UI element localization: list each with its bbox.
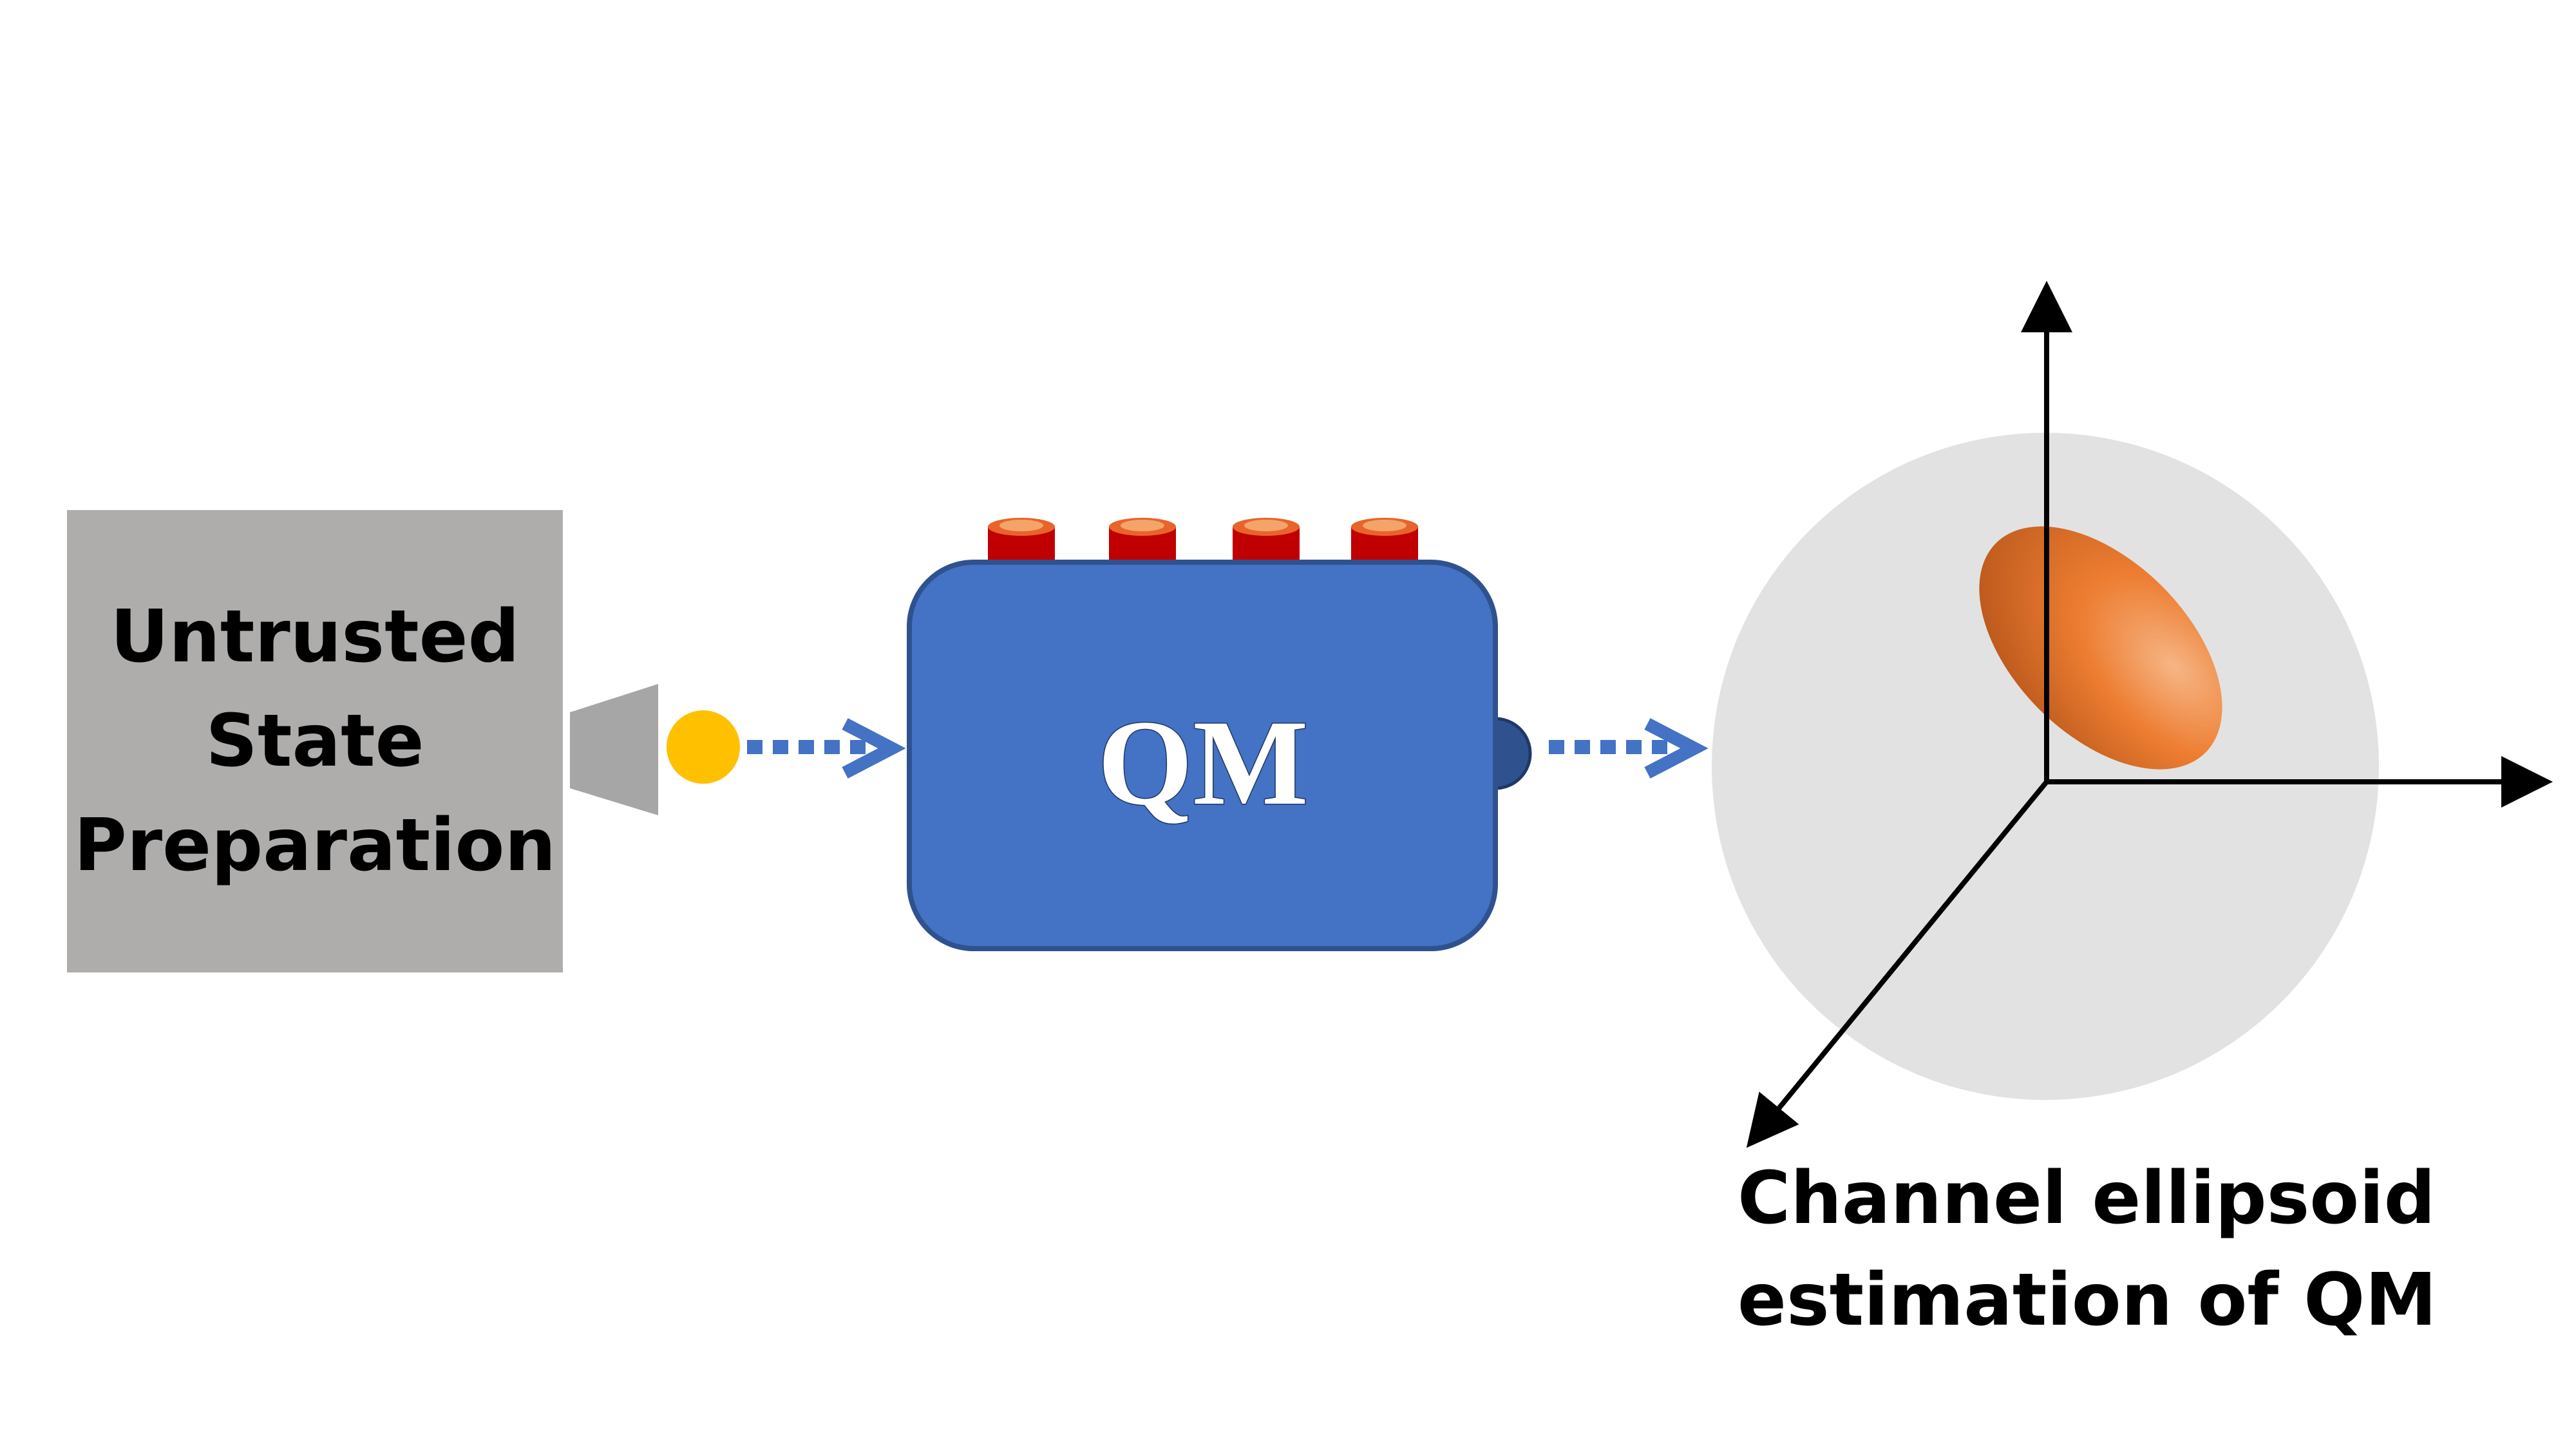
knob-1 [988, 518, 1055, 565]
device-knobs [988, 518, 1418, 565]
source-label-line-1: Untrusted [110, 595, 520, 679]
device-label: QM [1097, 696, 1308, 831]
input-arrow [747, 718, 906, 779]
quantum-measurement-device [907, 560, 1498, 951]
knob-4 [1351, 518, 1418, 565]
photon-dot [667, 710, 740, 784]
x-axis [1746, 780, 2049, 1148]
source-label-line-2: State [205, 699, 424, 783]
source-label: Untrusted State Preparation [74, 585, 556, 898]
knob-3 [1233, 518, 1300, 565]
knob-2 [1109, 518, 1176, 565]
ellipsoid-caption: Channel ellipsoid estimation of QM [1738, 1148, 2437, 1351]
source-label-line-3: Preparation [73, 804, 556, 887]
channel-ellipsoid [1979, 526, 2222, 770]
ellipsoid-caption-line-2: estimation of QM [1738, 1258, 2437, 1342]
untrusted-state-source: Untrusted State Preparation [67, 510, 563, 972]
ellipsoid-caption-line-1: Channel ellipsoid [1738, 1157, 2436, 1240]
emitter-horn [570, 684, 658, 815]
output-arrow [1549, 718, 1709, 779]
coordinate-axes [1746, 281, 2553, 1148]
